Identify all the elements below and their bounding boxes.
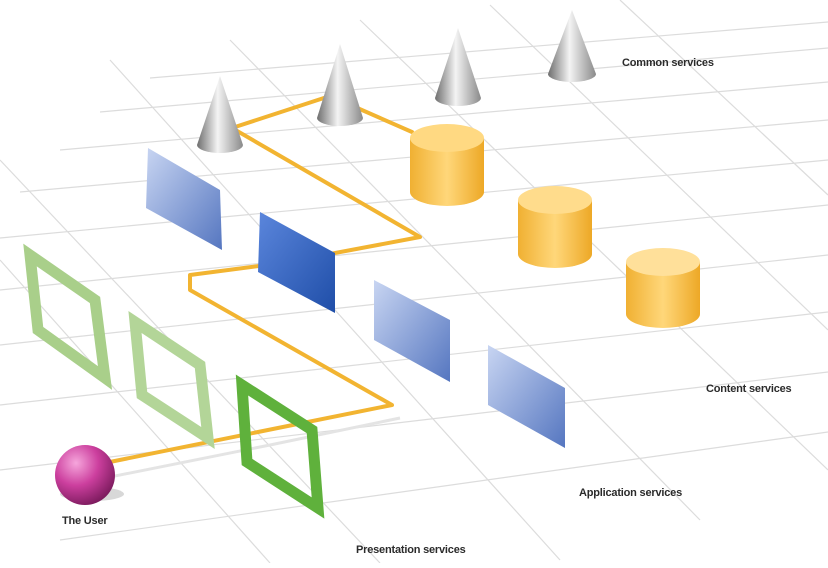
- user-sphere: [55, 445, 124, 505]
- common-layer: [197, 10, 596, 153]
- presentation-layer: [23, 243, 325, 519]
- content-services-label: Content services: [706, 383, 792, 395]
- request-path: [83, 94, 422, 469]
- frame-icon: [128, 311, 215, 449]
- cone-icon: [317, 44, 363, 126]
- user-label: The User: [62, 515, 108, 527]
- cone-icon: [548, 10, 596, 82]
- cone-icon: [435, 28, 481, 106]
- sphere-icon: [55, 445, 115, 505]
- panel-icon: [488, 345, 565, 448]
- request-path-shadow: [94, 416, 401, 482]
- presentation-services-label: Presentation services: [356, 544, 466, 556]
- cylinder-icon: [518, 186, 592, 268]
- common-services-label: Common services: [622, 57, 714, 69]
- application-layer: [146, 148, 565, 448]
- cylinder-icon: [410, 124, 484, 206]
- frame-icon: [23, 243, 113, 390]
- frame-icon: [235, 374, 325, 519]
- panel-icon: [258, 212, 335, 313]
- panel-icon: [146, 148, 222, 250]
- cone-icon: [197, 76, 243, 153]
- content-layer: [410, 124, 700, 328]
- application-services-label: Application services: [579, 487, 682, 499]
- panel-icon: [374, 280, 450, 382]
- cylinder-icon: [626, 248, 700, 328]
